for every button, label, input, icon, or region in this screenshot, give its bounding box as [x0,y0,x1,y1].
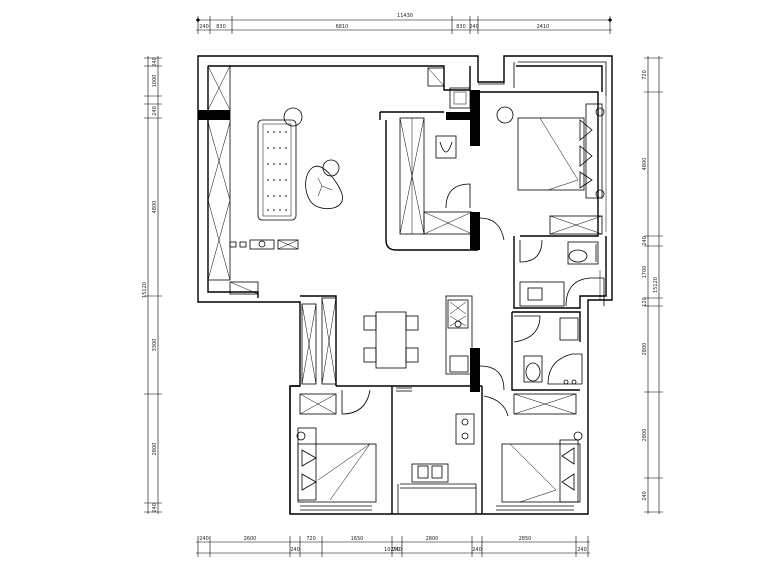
right-seg-7: 2800 [642,429,648,442]
bedroom-left [289,385,377,514]
left-seg-2: 1000 [152,75,158,88]
sofa [257,107,303,221]
kitchen-counter-upper [445,295,505,392]
bottom-seg-8: 240 [472,547,482,553]
bottom-seg-3: 240 [290,547,300,553]
bottom-seg-6: 240 [392,547,402,553]
left-seg-4: 4800 [152,201,158,214]
kitchen-bottom [397,413,477,514]
right-seg-4: 1700 [642,266,648,279]
right-total-label: 15120 [653,277,659,293]
master-bath [513,236,607,309]
right-seg-3: 240 [642,236,648,246]
exterior-walls [197,55,613,515]
top-total-label: 11430 [397,13,413,19]
bottom-seg-7: 2800 [426,536,439,542]
left-cabinet [198,65,259,295]
left-seg-3: 240 [152,106,158,116]
bottom-total-label: 10250 [384,547,400,553]
right-seg-8: 240 [642,491,648,501]
top-seg-6: 2410 [537,24,550,30]
entry-closet [379,90,505,251]
top-seg-1: 240 [199,24,209,30]
corridor-walls [336,385,483,514]
bottom-seg-10: 240 [577,547,587,553]
bottom-seg-1: 240 [199,536,209,542]
right-seg-6: 2800 [642,343,648,356]
bottom-seg-4: 720 [306,536,316,542]
left-seg-6: 2800 [152,443,158,456]
top-seg-5: 240 [469,24,479,30]
left-seg-1: 240 [152,57,158,67]
dining-area [363,311,419,369]
coffee-table [305,159,343,210]
bottom-dimension-chain: 240 2600 240 720 1650 240 2800 240 2850 … [196,536,590,557]
left-seg-5: 3300 [152,339,158,352]
left-seg-7: 240 [152,503,158,513]
top-seg-4: 830 [456,24,466,30]
bottom-seg-5: 1650 [351,536,364,542]
top-fixtures [427,67,514,124]
left-dimension-chain: 15120 240 1000 240 4800 3300 2800 240 [142,56,162,514]
bottom-seg-2: 2600 [244,536,257,542]
top-seg-3: 6810 [336,24,349,30]
top-dimension-chain: 11430 240 830 6810 830 240 2410 [195,13,613,34]
right-seg-1: 720 [642,70,648,80]
bedroom-right [483,393,583,511]
hall-cabinets [300,295,337,386]
bottom-seg-9: 2850 [519,536,532,542]
right-seg-5: 120 [642,297,648,307]
right-dimension-chain: 15120 720 4800 240 1700 120 2800 2800 24… [642,56,663,514]
second-bath [511,311,583,391]
left-total-label: 15120 [142,282,148,298]
top-seg-2: 830 [216,24,226,30]
tv-cabinet [229,239,299,250]
master-bedroom [477,91,607,237]
right-seg-2: 4800 [642,158,648,171]
